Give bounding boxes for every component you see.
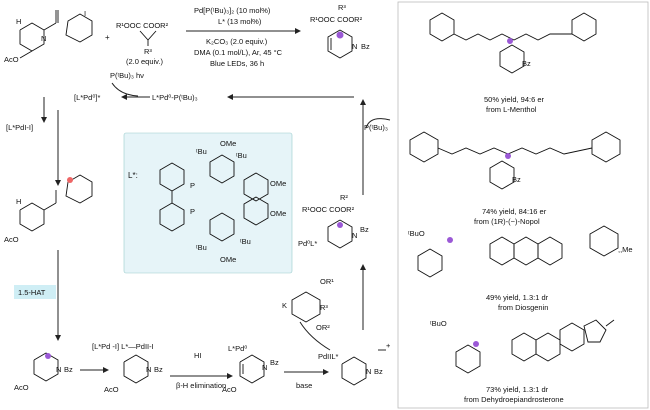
pd2-label: PdIIL* — [318, 352, 339, 361]
solvent-text: DMA (0.1 mol/L), Ar, 45 °C — [194, 48, 283, 57]
example2-yield: 74% yield, 84:16 er — [482, 207, 547, 216]
pd-ligand-label: L*Pd⁰-P(ᵗBu)₃ — [152, 93, 198, 102]
ligand-text: L* (13 mol%) — [218, 17, 262, 26]
beta-h-label: β-H elimination — [176, 381, 226, 390]
lpd0-label: L*Pd⁰ — [228, 344, 247, 353]
enolate-or1: OR¹ — [320, 277, 334, 286]
aco-label-4: AcO — [104, 385, 119, 394]
svg-text:N: N — [352, 231, 357, 240]
tbu-3: ᵗBu — [196, 243, 207, 252]
catalyst-text: Pd[P(ᵗBu)₃]₂ (10 mol%) — [194, 6, 271, 15]
malonate-reagent: R¹OOC COOR² R³ (2.0 equiv.) — [116, 21, 169, 66]
example1-yield: 50% yield, 94:6 er — [484, 95, 545, 104]
h-label: H — [16, 17, 21, 26]
r2-label: R² — [340, 193, 348, 202]
aryl-radical-intermediate: AcO H — [4, 175, 92, 244]
svg-text:Bz: Bz — [270, 358, 279, 367]
r3-label: R³ — [144, 47, 152, 56]
svg-text:N: N — [262, 363, 267, 372]
pd-excited-label: [L*Pd⁰]* — [74, 93, 100, 102]
example4-yield: 73% yield, 1.3:1 dr — [486, 385, 549, 394]
malonate-label: R¹OOC COOR² — [116, 21, 169, 30]
svg-text:N: N — [146, 365, 151, 374]
ligand-label: L*: — [128, 171, 138, 180]
aco-label-2: AcO — [4, 235, 19, 244]
example2-source: from (1R)-(−)-Nopol — [474, 217, 540, 226]
svg-text:Bz: Bz — [360, 225, 369, 234]
product-r3: R³ — [338, 3, 346, 12]
aco-label: AcO — [4, 55, 19, 64]
starting-material: AcO N H I — [4, 9, 92, 64]
svg-text:,,Me: ,,Me — [618, 245, 633, 254]
enolate-reagent: K OR¹ R³ OR² — [282, 277, 334, 350]
svg-text:+: + — [386, 341, 391, 350]
base-text: K₂CO₃ (2.0 equiv.) — [206, 37, 268, 46]
svg-text:Bz: Bz — [154, 365, 163, 374]
light-text: Blue LEDs, 36 h — [210, 59, 264, 68]
enolate-or2: OR² — [316, 323, 330, 332]
base-label: base — [296, 381, 312, 390]
tbu-2: ᵗBu — [236, 151, 247, 160]
n-label: N — [41, 34, 46, 43]
example3-source: from Diosgenin — [498, 303, 548, 312]
enamine-intermediate: L*Pd⁰ N Bz AcO — [222, 344, 279, 394]
p-label-2: P — [190, 207, 195, 216]
svg-text:Bz: Bz — [522, 59, 531, 68]
alkyl-radical-intermediate: N Bz AcO — [14, 353, 73, 392]
radical-pair-label: [L*Pd -I] L*—PdII-I — [92, 342, 154, 351]
stereocenter-dot — [337, 32, 344, 39]
ome-3: OMe — [270, 209, 286, 218]
pd-radical-label: [L*PdI-I] — [6, 123, 33, 132]
svg-text:ᵗBuO: ᵗBuO — [408, 229, 425, 238]
aco-label-3: AcO — [14, 383, 29, 392]
svg-text:+: + — [105, 33, 110, 42]
product-ester: R¹OOC COOR² — [310, 15, 363, 24]
ome-1: OMe — [220, 139, 236, 148]
svg-text:Bz: Bz — [512, 175, 521, 184]
example3-yield: 49% yield, 1.3:1 dr — [486, 293, 549, 302]
ptbu3-hv-label: P(ᵗBu)₃ hν — [110, 71, 144, 80]
hi-label: HI — [194, 351, 202, 360]
pd2-intermediate: PdIIL* N Bz + — [318, 341, 391, 385]
ome-4: OMe — [220, 255, 236, 264]
svg-text:ᵗBuO: ᵗBuO — [430, 319, 447, 328]
enolate-r3: R³ — [320, 303, 328, 312]
p-label-1: P — [190, 181, 195, 190]
svg-text:Bz: Bz — [374, 367, 383, 376]
example1-source: from L-Menthol — [486, 105, 537, 114]
lpd-alkyl-label: Pd⁰L* — [298, 239, 317, 248]
ester-int-label: R¹OOC COOR² — [302, 205, 355, 214]
i-label: I — [84, 9, 86, 18]
enolate-k: K — [282, 301, 287, 310]
product-bz: Bz — [361, 42, 370, 51]
h-label-2: H — [16, 197, 21, 206]
product: R³ R¹OOC COOR² N Bz — [310, 3, 370, 58]
tbu-1: ᵗBu — [196, 147, 207, 156]
svg-text:Bz: Bz — [64, 365, 73, 374]
equiv-label: (2.0 equiv.) — [126, 57, 163, 66]
pd-alkyl-intermediate: N Bz AcO — [104, 355, 163, 394]
example4-source: from Dehydroepiandrosterone — [464, 395, 564, 404]
svg-text:N: N — [56, 365, 61, 374]
ome-2: OMe — [270, 179, 286, 188]
product-n: N — [352, 42, 357, 51]
pd-ester-intermediate: R² R¹OOC COOR² N Bz Pd⁰L* — [298, 193, 369, 248]
tbu-4: ᵗBu — [240, 237, 251, 246]
hat-label: 1.5-HAT — [18, 288, 46, 297]
svg-text:N: N — [366, 367, 371, 376]
aco-label-5: AcO — [222, 385, 237, 394]
radical-dot — [67, 177, 73, 183]
